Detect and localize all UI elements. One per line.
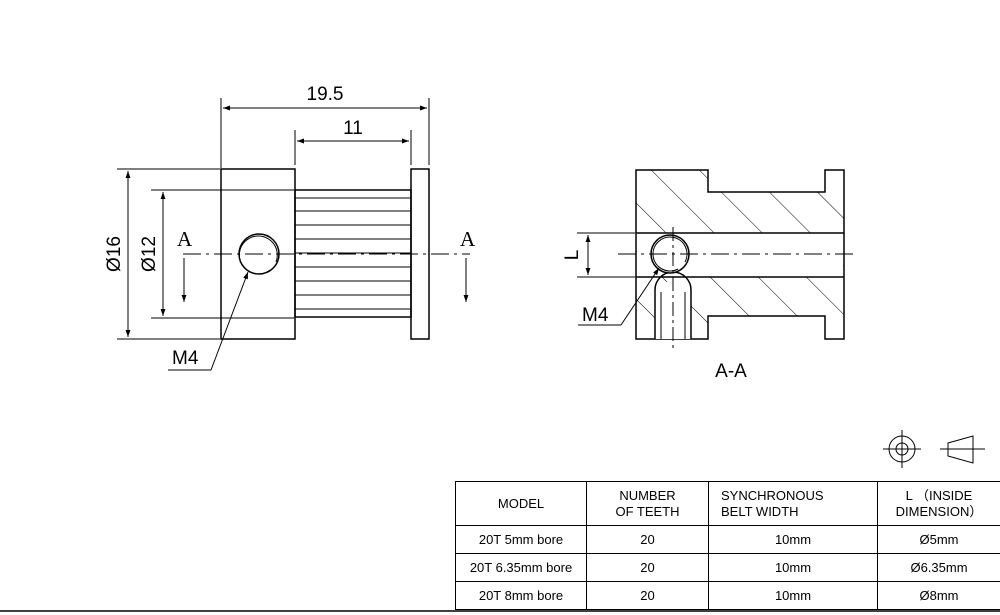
set-screw-thread bbox=[238, 235, 278, 275]
header-model: MODEL bbox=[455, 481, 587, 526]
section-mark-right: A bbox=[460, 227, 476, 251]
section-view bbox=[618, 169, 858, 350]
cell-teeth: 20 bbox=[586, 525, 709, 554]
teeth-width-dimension bbox=[294, 130, 412, 165]
cell-belt-width: 10mm bbox=[708, 581, 878, 610]
outer-diameter-dimension bbox=[117, 168, 220, 340]
tooth-lines bbox=[295, 197, 411, 310]
cell-model: 20T 6.35mm bore bbox=[455, 553, 587, 582]
front-screw-label: M4 bbox=[172, 348, 199, 369]
cell-teeth: 20 bbox=[586, 553, 709, 582]
cell-model: 20T 5mm bore bbox=[455, 525, 587, 554]
cell-teeth: 20 bbox=[586, 581, 709, 610]
section-mark-left: A bbox=[177, 227, 193, 251]
cell-belt-width: 10mm bbox=[708, 553, 878, 582]
overall-length-dimension bbox=[220, 98, 430, 168]
front-screw-leader bbox=[168, 271, 249, 371]
section-title: A-A bbox=[715, 361, 747, 382]
overall-length-label: 19.5 bbox=[307, 84, 344, 105]
section-screw-leader bbox=[578, 267, 660, 326]
bore-height-dimension bbox=[577, 232, 635, 278]
bore-height-label: L bbox=[562, 250, 583, 261]
cell-model: 20T 8mm bore bbox=[455, 581, 587, 610]
table-row: 20T 5mm bore 20 10mm Ø5mm bbox=[455, 525, 1000, 554]
front-view bbox=[183, 168, 470, 340]
table-row: 20T 6.35mm bore 20 10mm Ø6.35mm bbox=[455, 553, 1000, 582]
projection-symbol-icon bbox=[883, 430, 985, 468]
cell-inside-dimension: Ø5mm bbox=[877, 525, 1000, 554]
teeth-diameter-label: Ø12 bbox=[139, 236, 160, 272]
table-row: 20T 8mm bore 20 10mm Ø8mm bbox=[455, 581, 1000, 610]
cell-inside-dimension: Ø8mm bbox=[877, 581, 1000, 610]
teeth-diameter-dimension bbox=[151, 189, 294, 319]
cell-belt-width: 10mm bbox=[708, 525, 878, 554]
outer-diameter-label: Ø16 bbox=[104, 236, 125, 272]
section-markers bbox=[181, 258, 469, 302]
teeth-width-label: 11 bbox=[343, 118, 363, 139]
cell-inside-dimension: Ø6.35mm bbox=[877, 553, 1000, 582]
section-screw-label: M4 bbox=[582, 305, 609, 326]
